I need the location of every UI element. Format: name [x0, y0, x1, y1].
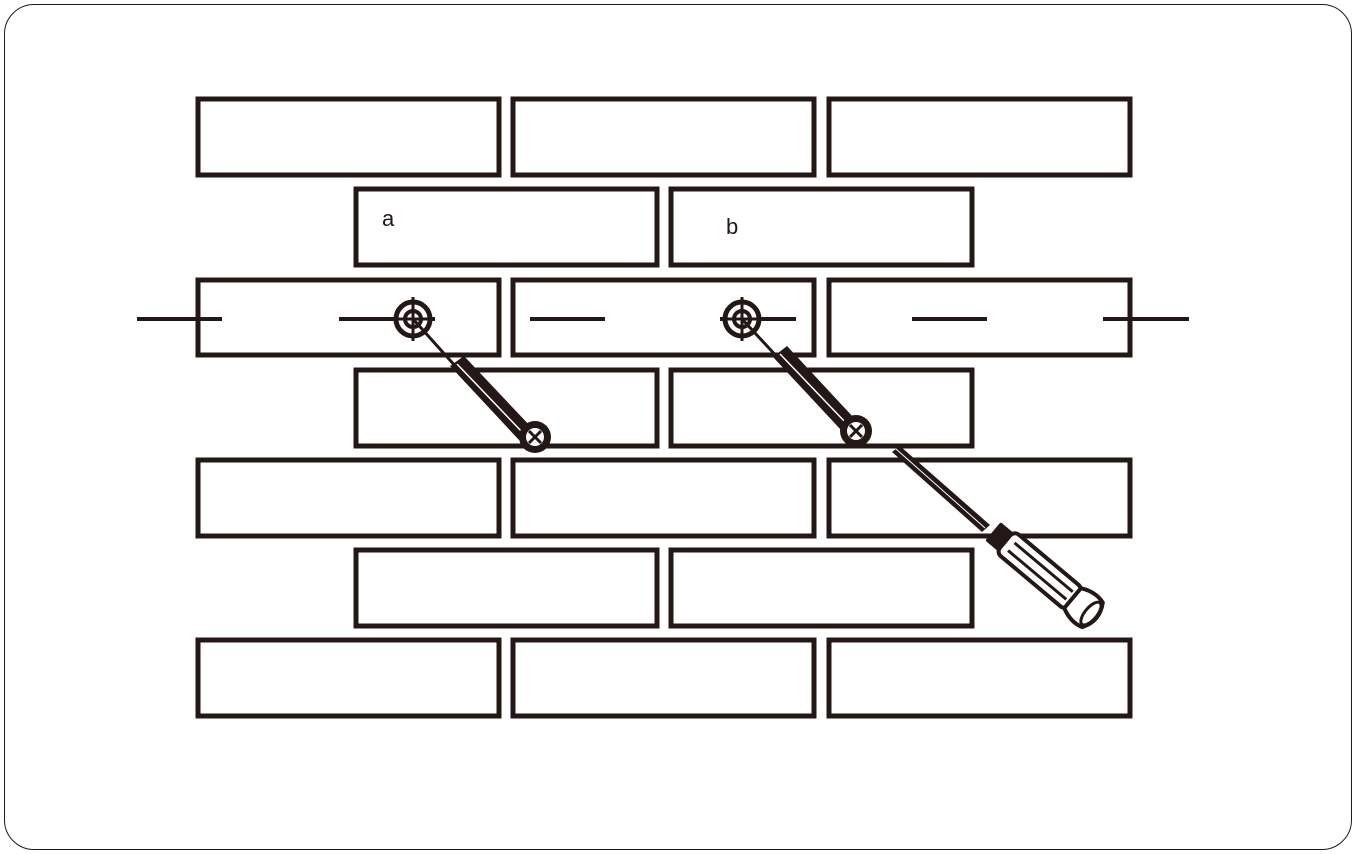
- brick: [826, 457, 1133, 539]
- label-b: b: [726, 214, 738, 239]
- brick: [195, 637, 502, 719]
- brick: [510, 96, 817, 178]
- brick: [195, 96, 502, 178]
- anchor-screw-icon: [411, 317, 551, 453]
- brick-b: [668, 186, 975, 268]
- brick: [826, 637, 1133, 719]
- brick: [510, 457, 817, 539]
- label-a: a: [382, 206, 395, 231]
- brick: [195, 457, 502, 539]
- brick: [826, 96, 1133, 178]
- brick: [668, 547, 975, 629]
- brick: [510, 637, 817, 719]
- screwdriver-icon: [892, 446, 1105, 630]
- brick: [353, 547, 660, 629]
- brick-a: [353, 186, 660, 268]
- anchor-screw-icon: [740, 317, 872, 447]
